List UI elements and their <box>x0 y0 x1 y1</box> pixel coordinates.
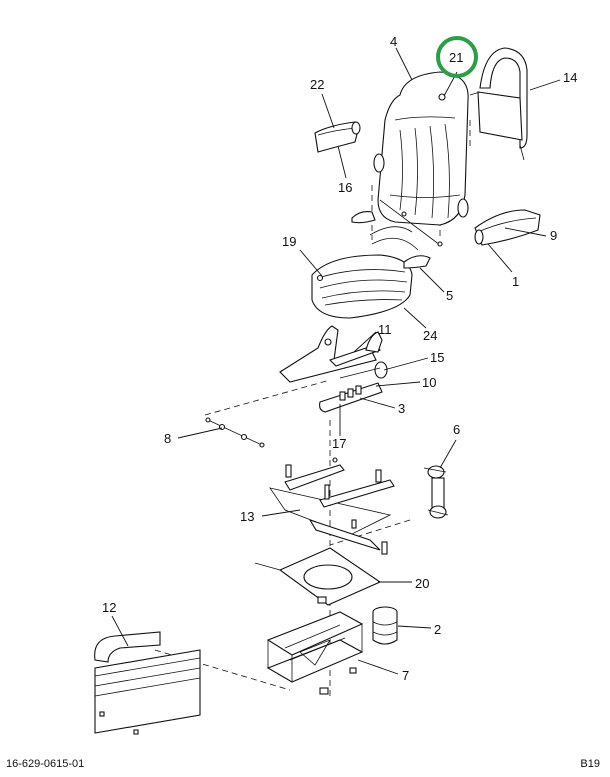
backrest-side-knob-right <box>457 198 469 218</box>
callout-9: 9 <box>550 228 557 243</box>
callout-24: 24 <box>423 328 437 343</box>
suspension-base <box>266 611 364 695</box>
air-spring <box>372 606 398 645</box>
callout-8: 8 <box>164 431 171 446</box>
callout-15: 15 <box>430 350 444 365</box>
slide-rail <box>319 382 383 413</box>
backrest-side-knob-left <box>373 153 385 173</box>
seat-backrest <box>377 71 469 226</box>
backrest-brackets <box>351 199 443 251</box>
callout-1: 1 <box>512 274 519 289</box>
callout-21-highlight-ring <box>436 36 478 78</box>
recline-handle <box>339 361 388 379</box>
document-number: 16-629-0615-01 <box>6 758 85 770</box>
callout-3: 3 <box>398 401 405 416</box>
callout-21: 21 <box>449 50 463 65</box>
shock-absorber <box>423 465 449 519</box>
callout-16: 16 <box>338 180 352 195</box>
callout-20: 20 <box>415 576 429 591</box>
callout-22: 22 <box>310 77 324 92</box>
leader-lines <box>111 47 561 675</box>
seat-side-bracket <box>403 255 431 269</box>
callout-2: 2 <box>434 622 441 637</box>
callout-19: 19 <box>282 234 296 249</box>
bellows-cover <box>94 631 201 735</box>
callout-12: 12 <box>102 600 116 615</box>
callout-13: 13 <box>240 509 254 524</box>
callout-7: 7 <box>402 668 409 683</box>
page-code: B19 <box>580 758 600 770</box>
mounting-hardware-kit <box>269 457 395 555</box>
callout-labels: 4 21 14 22 16 9 1 19 5 24 11 15 10 3 17 … <box>102 34 577 683</box>
callout-5: 5 <box>446 288 453 303</box>
seat-slide-frame <box>279 325 383 383</box>
seat-cushion <box>311 254 413 319</box>
callout-4: 4 <box>390 34 397 49</box>
headrest-frame <box>469 47 528 161</box>
armrest-left <box>314 121 361 153</box>
callout-17: 17 <box>332 436 346 451</box>
release-cable <box>205 417 265 448</box>
callout-14: 14 <box>563 70 577 85</box>
callout-10: 10 <box>422 375 436 390</box>
callout-6: 6 <box>453 422 460 437</box>
callout-11: 11 <box>378 322 392 337</box>
swivel-plate <box>254 547 382 606</box>
armrest-right <box>474 209 541 246</box>
